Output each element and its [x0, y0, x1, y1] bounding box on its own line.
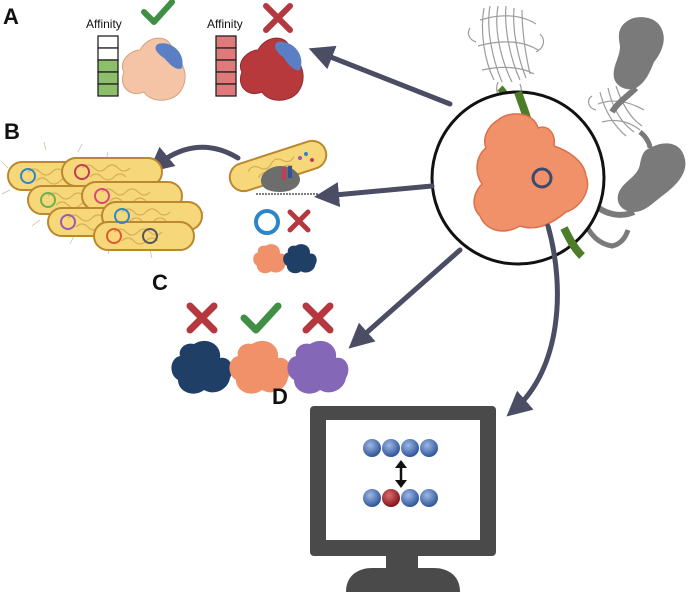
arrows: [148, 45, 560, 417]
affinity-bar-cell: [97, 59, 119, 73]
double-arrow-icon: [395, 460, 407, 488]
panel-label-b: B: [4, 119, 20, 144]
affinity-bar-cell: [97, 71, 119, 85]
expressing-bacterium: [225, 136, 331, 196]
arrow-to-computer: [506, 223, 560, 417]
protein-orange-small: [253, 244, 287, 274]
arrow-to-panel-b: [148, 144, 241, 173]
protein-low-affinity: [240, 37, 304, 101]
affinity-bar-cell: [215, 47, 237, 61]
affinity-bar-cell: [97, 83, 119, 97]
protein-purple: [287, 340, 349, 394]
protein-navy: [171, 340, 233, 394]
check-icon: [141, 0, 175, 25]
affinity-bar-cell: [215, 83, 237, 97]
affinity-label-left: Affinity: [86, 17, 122, 31]
atom-row-top: [363, 439, 438, 457]
protein-navy-small: [283, 244, 317, 274]
panel-label-d: D: [272, 384, 288, 409]
affinity-bar-cell: [215, 59, 237, 73]
affinity-bar-left: [97, 35, 119, 97]
ring-icon: [254, 209, 280, 235]
affinity-bar-cell: [215, 71, 237, 85]
panel-label-c: C: [152, 270, 168, 295]
affinity-label-right: Affinity: [207, 17, 243, 31]
beta-barrel-structure-top: [467, 5, 545, 100]
affinity-bar-cell: [215, 35, 237, 49]
affinity-bar-right: [215, 35, 237, 97]
cross-icon: [287, 209, 311, 233]
grey-domain-structure: [581, 17, 686, 249]
protein-high-affinity: [122, 37, 186, 101]
affinity-bar-cell: [97, 47, 119, 61]
arrow-to-panel-a: [308, 45, 453, 107]
atom-row-bottom: [363, 489, 438, 507]
affinity-bar-cell: [97, 35, 119, 49]
arrow-to-panel-d: [348, 247, 463, 349]
check-icon: [240, 302, 282, 334]
zoom-circle: [430, 90, 606, 266]
cross-icon: [263, 3, 293, 33]
cross-icon: [302, 302, 334, 334]
arrow-to-panel-c: [314, 182, 435, 208]
bacteria-colony: [1, 141, 205, 259]
panel-label-a: A: [3, 4, 19, 29]
cross-icon: [186, 302, 218, 334]
